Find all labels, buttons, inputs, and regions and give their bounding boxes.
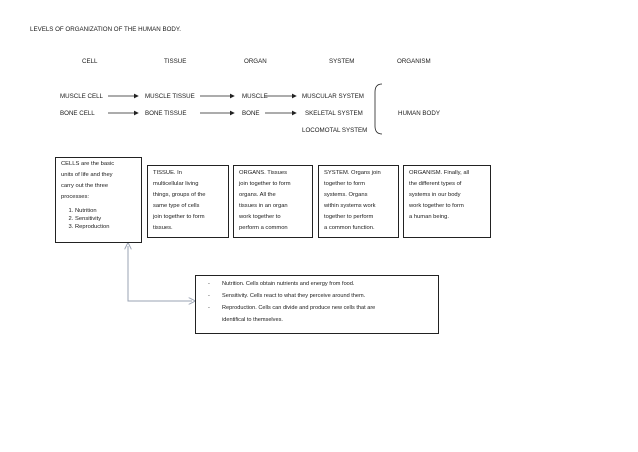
header-organ: ORGAN (244, 58, 267, 65)
list-item: Nutrition (75, 207, 136, 215)
tissue-box: TISSUE. In multicellular living things, … (147, 165, 229, 238)
bone-tissue-label: BONE TISSUE (145, 110, 187, 117)
skeletal-system-label: SKELETAL SYSTEM (305, 110, 363, 117)
muscle-cell-label: MUSCLE CELL (60, 93, 103, 100)
process-reproduction: Reproduction. Cells can divide and produ… (222, 305, 376, 311)
process-row: - Sensitivity. Cells react to what they … (208, 290, 432, 302)
human-body-label: HUMAN BODY (398, 110, 440, 117)
system-line: SYSTEM. Organs join (324, 170, 381, 176)
tissue-line: same type of cells (153, 203, 200, 209)
processes-box: - Nutrition. Cells obtain nutrients and … (195, 275, 439, 334)
process-row: - Reproduction. Cells can divide and pro… (208, 302, 432, 314)
process-row: identifical to themselves. (208, 314, 432, 326)
header-cell: CELL (82, 58, 98, 65)
bullet-dash: - (208, 293, 210, 299)
list-item: Reproduction (75, 223, 136, 231)
organism-box: ORGANISM. Finally, all the different typ… (403, 165, 491, 238)
process-list: Nutrition Sensitivity Reproduction (61, 207, 136, 231)
bullet-dash: - (208, 305, 210, 311)
tissue-line: TISSUE. In (153, 170, 182, 176)
organs-line: ORGANS. Tissues (239, 170, 287, 176)
system-box: SYSTEM. Organs join together to form sys… (318, 165, 399, 238)
organs-line: perform a common (239, 225, 288, 231)
locomotal-system-label: LOCOMOTAL SYSTEM (302, 127, 368, 134)
cells-line: units of life and they (61, 172, 113, 178)
system-line: within systems work (324, 203, 376, 209)
bullet-dash: - (208, 281, 210, 287)
process-nutrition: Nutrition. Cells obtain nutrients and en… (222, 281, 355, 287)
organism-line: a human being. (409, 214, 449, 220)
organism-line: ORGANISM. Finally, all (409, 170, 470, 176)
tissue-line: multicellular living (153, 181, 199, 187)
muscle-label: MUSCLE (242, 93, 268, 100)
organs-line: organs. All the (239, 192, 276, 198)
cells-box: CELLS are the basic units of life and th… (55, 157, 142, 243)
organs-line: work together to (239, 214, 281, 220)
organs-box: ORGANS. Tissues join together to form or… (233, 165, 313, 238)
cells-to-processes-arrow (128, 246, 192, 301)
organs-line: join together to form (239, 181, 291, 187)
bone-label: BONE (242, 110, 260, 117)
tissue-line: join together to form (153, 214, 205, 220)
page-title: LEVELS OF ORGANIZATION OF THE HUMAN BODY… (30, 26, 181, 33)
process-reproduction-cont: identifical to themselves. (222, 317, 283, 323)
organs-line: tissues in an organ (239, 203, 288, 209)
muscle-tissue-label: MUSCLE TISSUE (145, 93, 195, 100)
header-organism: ORGANISM (397, 58, 431, 65)
header-system: SYSTEM (329, 58, 355, 65)
process-sensitivity: Sensitivity. Cells react to what they pe… (222, 293, 366, 299)
cells-line: processes: (61, 194, 90, 200)
muscular-system-label: MUSCULAR SYSTEM (302, 93, 364, 100)
organism-line: the different types of (409, 181, 462, 187)
process-row: - Nutrition. Cells obtain nutrients and … (208, 278, 432, 290)
tissue-line: things, groups of the (153, 192, 206, 198)
organism-line: systems in our body (409, 192, 461, 198)
system-line: a common function. (324, 225, 375, 231)
bone-cell-label: BONE CELL (60, 110, 95, 117)
system-bracket (374, 83, 383, 135)
list-item: Sensitivity (75, 215, 136, 223)
system-line: together to form (324, 181, 365, 187)
cells-line: CELLS are the basic (61, 161, 115, 167)
cells-line: carry out the three (61, 183, 109, 189)
tissue-line: tissues. (153, 225, 173, 231)
system-line: together to perform (324, 214, 374, 220)
organism-line: work together to form (409, 203, 464, 209)
header-tissue: TISSUE (164, 58, 187, 65)
system-line: systems. Organs (324, 192, 368, 198)
